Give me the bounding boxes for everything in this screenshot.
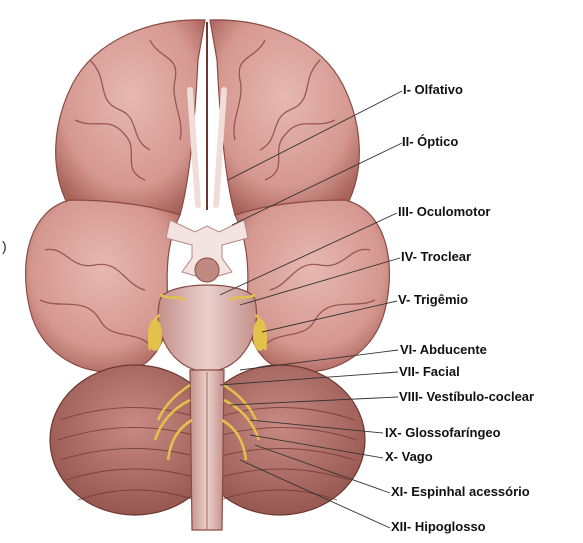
trigeminal-ganglion-right: [253, 319, 267, 351]
label-abducente: VI- Abducente: [400, 342, 487, 357]
trigeminal-ganglion-left: [148, 319, 162, 351]
label-hipoglosso: XII- Hipoglosso: [391, 519, 486, 534]
label-facial: VII- Facial: [399, 364, 460, 379]
label-oculomotor: III- Oculomotor: [398, 204, 490, 219]
label-glossofaringeo: IX- Glossofaríngeo: [385, 425, 501, 440]
label-vago: X- Vago: [385, 449, 433, 464]
label-vestibulo-coclear: VIII- Vestíbulo-coclear: [399, 389, 534, 404]
mammillary-bodies: [195, 258, 219, 282]
label-trigemio: V- Trigêmio: [398, 292, 468, 307]
label-olfativo: I- Olfativo: [403, 82, 463, 97]
right-frontal-lobe: [210, 20, 359, 215]
side-mark: ): [2, 238, 7, 254]
olfactory-tract-left: [190, 90, 198, 205]
label-troclear: IV- Troclear: [401, 249, 471, 264]
olfactory-tract-right: [216, 90, 224, 205]
label-optico: II- Óptico: [402, 134, 458, 149]
label-espinhal-acessorio: XI- Espinhal acessório: [391, 484, 530, 499]
